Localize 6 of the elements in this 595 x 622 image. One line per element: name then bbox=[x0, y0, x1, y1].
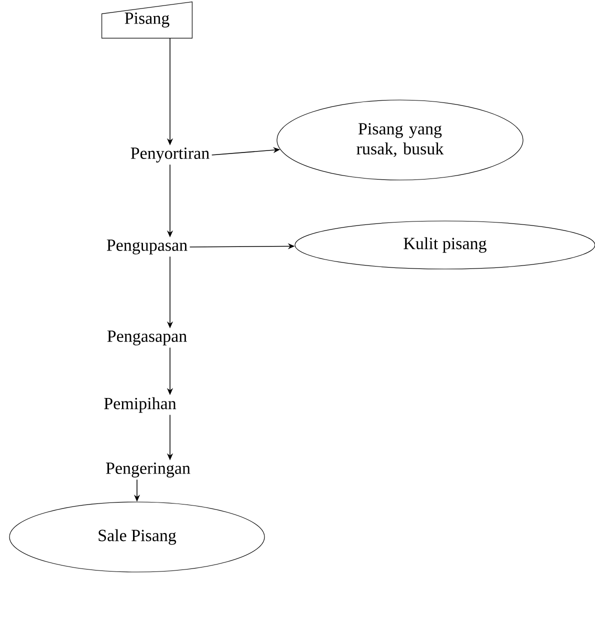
input-box: Pisang bbox=[102, 1, 192, 38]
process-step: Pengupasan bbox=[106, 240, 188, 254]
process-step: Pemipihan bbox=[104, 397, 176, 413]
process-step: Pengeringan bbox=[106, 462, 190, 478]
process-step: Pengasapan bbox=[107, 330, 187, 346]
process-step: Penyortiran bbox=[130, 148, 210, 162]
